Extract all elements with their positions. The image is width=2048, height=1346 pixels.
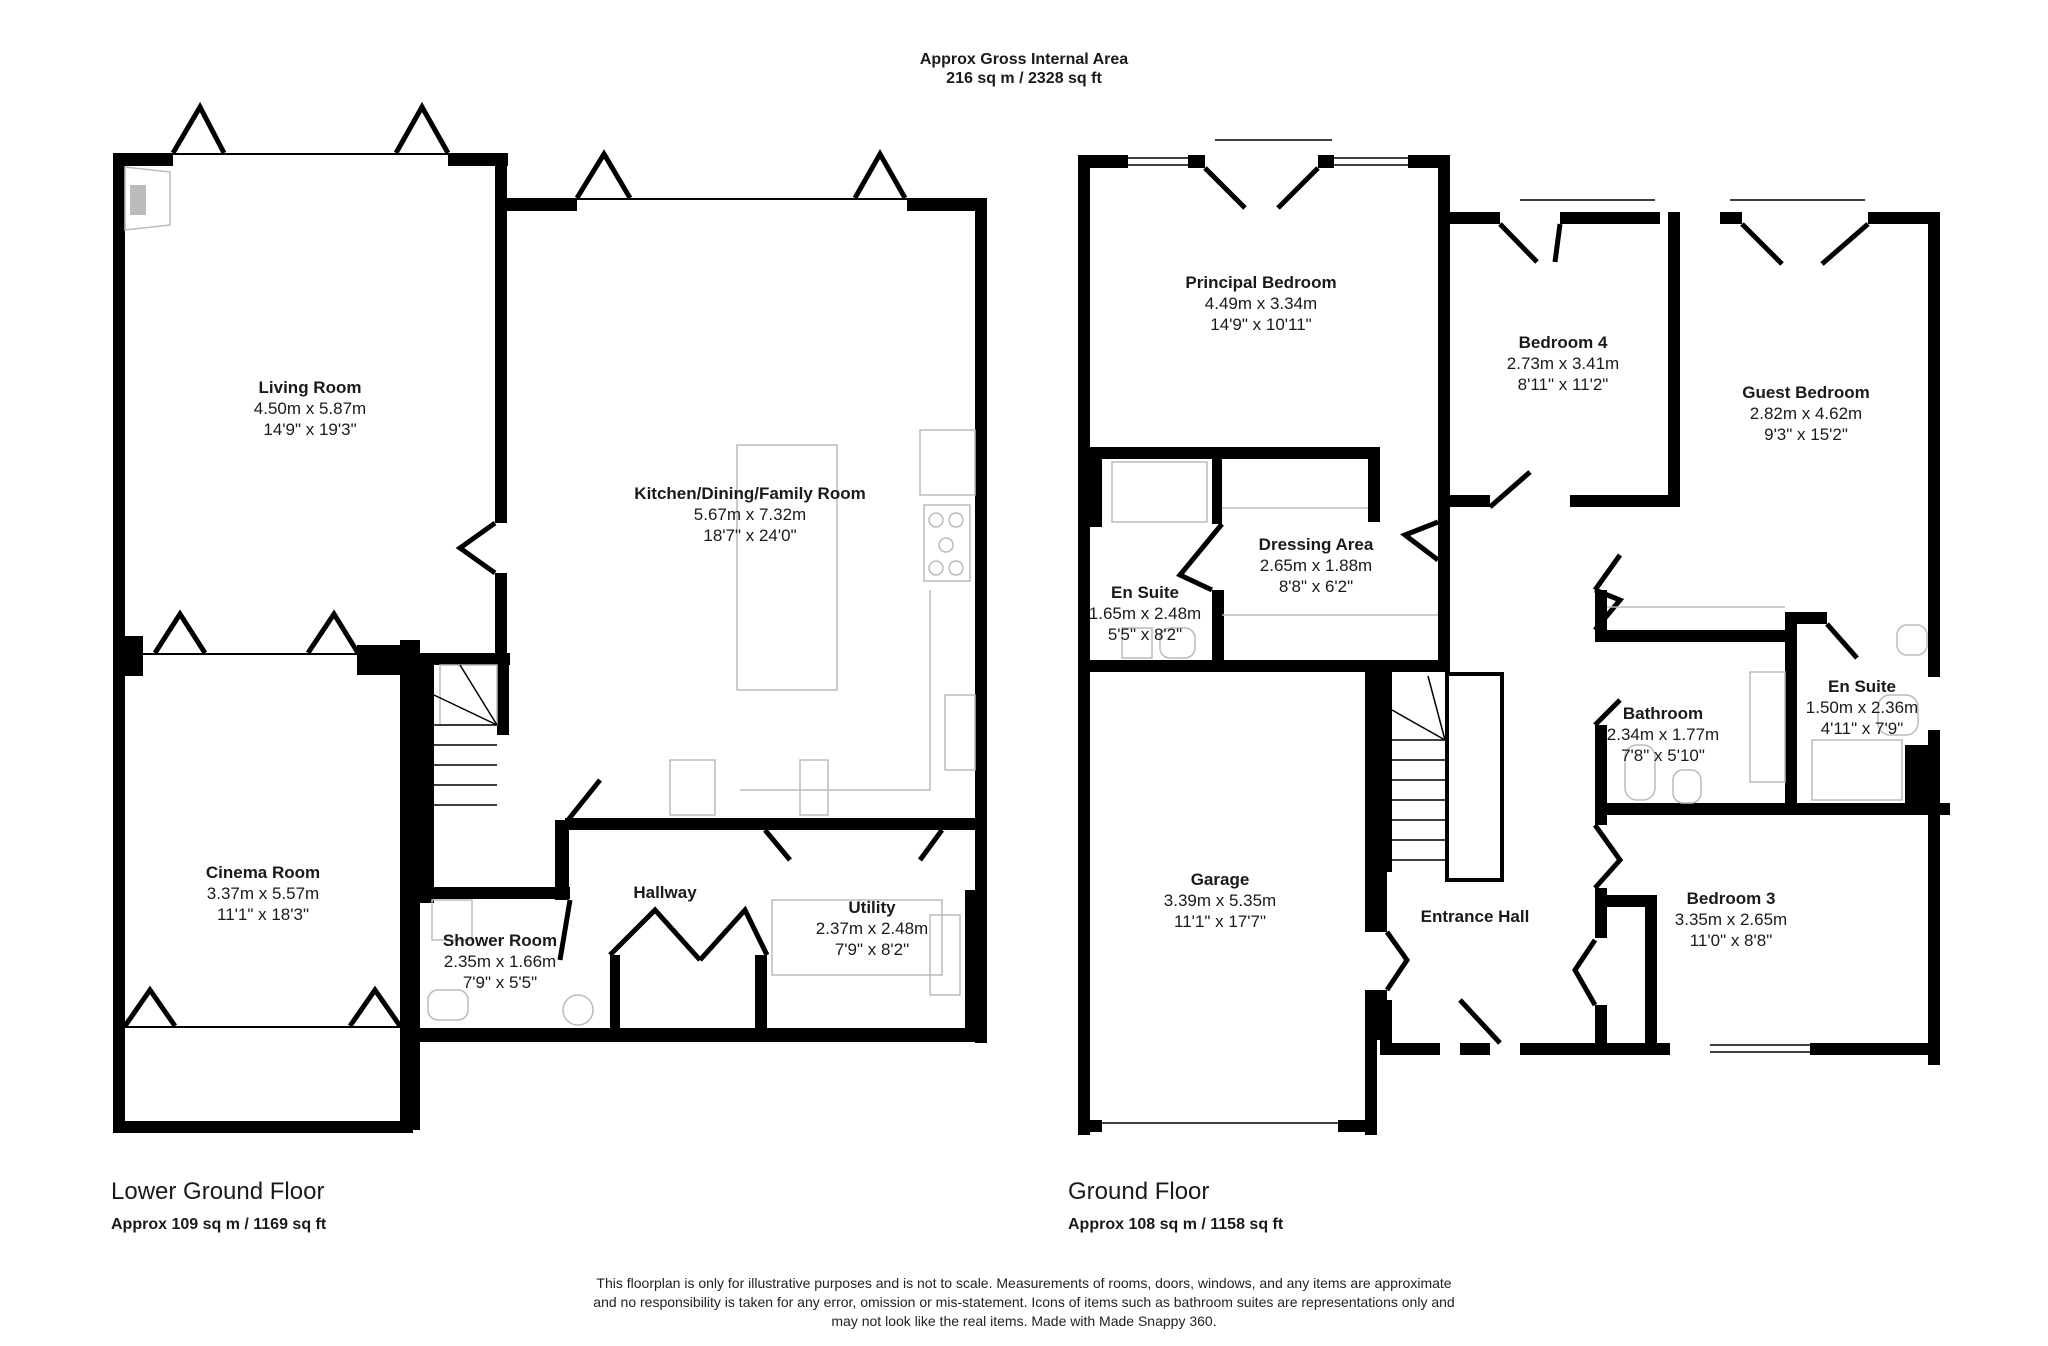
room-garage: Garage 3.39m x 5.35m 11'1" x 17'7" — [1164, 869, 1276, 932]
room-name: Living Room — [258, 378, 362, 397]
room-name: Bedroom 3 — [1686, 889, 1776, 908]
floor-caption-ground: Ground Floor Approx 108 sq m / 1158 sq f… — [1068, 1178, 1283, 1234]
room-imperial: 7'8" x 5'10" — [1621, 746, 1705, 765]
room-metric: 2.73m x 3.41m — [1506, 354, 1620, 373]
ground-floor-details — [1176, 166, 1870, 1045]
room-bedroom-4: Bedroom 4 2.73m x 3.41m 8'11" x 11'2" — [1507, 332, 1619, 395]
room-bedroom-3: Bedroom 3 3.35m x 2.65m 11'0" x 8'8" — [1675, 888, 1787, 951]
room-metric: 5.67m x 7.32m — [693, 505, 807, 524]
room-name: Cinema Room — [205, 863, 321, 882]
ground-floor-windows — [1102, 139, 1865, 1124]
room-imperial: 14'9" x 19'3" — [263, 420, 357, 439]
room-imperial: 11'1" x 18'3" — [217, 905, 309, 924]
room-kitchen-dining-family: Kitchen/Dining/Family Room 5.67m x 7.32m… — [634, 483, 865, 546]
room-name: Garage — [1190, 870, 1250, 889]
room-imperial: 5'5" x 8'2" — [1107, 625, 1183, 644]
floor-area: Approx 109 sq m / 1169 sq ft — [111, 1216, 327, 1233]
room-name: Utility — [848, 898, 896, 917]
disclaimer: This floorplan is only for illustrative … — [0, 1274, 2048, 1331]
room-imperial: 7'9" x 8'2" — [834, 940, 910, 959]
disclaimer-line: and no responsibility is taken for any e… — [593, 1294, 1455, 1310]
room-metric: 2.35m x 1.66m — [443, 952, 557, 971]
floor-caption-lower-ground: Lower Ground Floor Approx 109 sq m / 116… — [111, 1178, 326, 1234]
room-metric: 3.35m x 2.65m — [1674, 910, 1788, 929]
room-metric: 2.82m x 4.62m — [1749, 404, 1863, 423]
room-cinema-room: Cinema Room 3.37m x 5.57m 11'1" x 18'3" — [206, 862, 320, 925]
room-metric: 2.34m x 1.77m — [1606, 725, 1720, 744]
room-name: Entrance Hall — [1420, 907, 1530, 926]
lower-ground-stairs — [433, 664, 498, 806]
disclaimer-line: may not look like the real items. Made w… — [831, 1313, 1217, 1329]
room-imperial: 8'8" x 6'2" — [1278, 577, 1354, 596]
room-imperial: 18'7" x 24'0" — [703, 526, 797, 545]
lower-ground-floor-details — [122, 101, 945, 1028]
room-name: En Suite — [1827, 677, 1897, 696]
room-metric: 2.65m x 1.88m — [1259, 556, 1373, 575]
room-entrance-hall: Entrance Hall — [1421, 906, 1530, 927]
ground-floor-plan — [1078, 155, 1950, 1135]
room-shower-room: Shower Room 2.35m x 1.66m 7'9" x 5'5" — [443, 930, 557, 993]
room-imperial: 4'11" x 7'9" — [1820, 719, 1904, 738]
room-metric: 1.50m x 2.36m — [1805, 698, 1919, 717]
floor-title: Ground Floor — [1068, 1178, 1210, 1205]
room-dressing-area: Dressing Area 2.65m x 1.88m 8'8" x 6'2" — [1259, 534, 1374, 597]
room-metric: 4.49m x 3.34m — [1204, 294, 1318, 313]
ground-floor-stairs — [1391, 675, 1446, 861]
room-name: Hallway — [633, 883, 697, 902]
lower-ground-floor-plan — [113, 153, 987, 1133]
ground-floor-fixtures — [1111, 461, 1928, 804]
room-metric: 3.39m x 5.35m — [1163, 891, 1277, 910]
room-metric: 3.37m x 5.57m — [206, 884, 320, 903]
gia-value: 216 sq m / 2328 sq ft — [946, 70, 1102, 87]
room-name: Bathroom — [1622, 704, 1704, 723]
room-living-room: Living Room 4.50m x 5.87m 14'9" x 19'3" — [254, 377, 366, 440]
disclaimer-line: This floorplan is only for illustrative … — [596, 1275, 1452, 1291]
gia-title: Approx Gross Internal Area — [919, 51, 1129, 68]
room-imperial: 7'9" x 5'5" — [462, 973, 538, 992]
room-hallway: Hallway — [633, 882, 696, 903]
room-name: En Suite — [1110, 583, 1180, 602]
room-utility: Utility 2.37m x 2.48m 7'9" x 8'2" — [816, 897, 928, 960]
room-imperial: 8'11" x 11'2" — [1517, 375, 1609, 394]
room-imperial: 9'3" x 15'2" — [1764, 425, 1848, 444]
room-imperial: 14'9" x 10'11" — [1210, 315, 1312, 334]
room-name: Dressing Area — [1258, 535, 1374, 554]
room-name: Principal Bedroom — [1185, 273, 1337, 292]
room-metric: 2.37m x 2.48m — [815, 919, 929, 938]
room-principal-bedroom: Principal Bedroom 4.49m x 3.34m 14'9" x … — [1185, 272, 1336, 335]
room-guest-bedroom: Guest Bedroom 2.82m x 4.62m 9'3" x 15'2" — [1742, 382, 1870, 445]
lower-ground-floor-fixtures — [124, 166, 976, 1026]
room-metric: 4.50m x 5.87m — [253, 399, 367, 418]
room-bathroom: Bathroom 2.34m x 1.77m 7'8" x 5'10" — [1607, 703, 1719, 766]
room-name: Kitchen/Dining/Family Room — [634, 484, 866, 503]
room-name: Shower Room — [442, 931, 558, 950]
room-name: Guest Bedroom — [1742, 383, 1870, 402]
room-en-suite-principal: En Suite 1.65m x 2.48m 5'5" x 8'2" — [1089, 582, 1201, 645]
room-en-suite-guest: En Suite 1.50m x 2.36m 4'11" x 7'9" — [1806, 676, 1918, 739]
floor-title: Lower Ground Floor — [111, 1178, 325, 1205]
room-imperial: 11'1" x 17'7" — [1174, 912, 1266, 931]
room-imperial: 11'0" x 8'8" — [1689, 931, 1773, 950]
floor-area: Approx 108 sq m / 1158 sq ft — [1068, 1216, 1284, 1233]
gross-internal-area: Approx Gross Internal Area 216 sq m / 23… — [0, 50, 2048, 88]
room-metric: 1.65m x 2.48m — [1088, 604, 1202, 623]
room-name: Bedroom 4 — [1518, 333, 1608, 352]
